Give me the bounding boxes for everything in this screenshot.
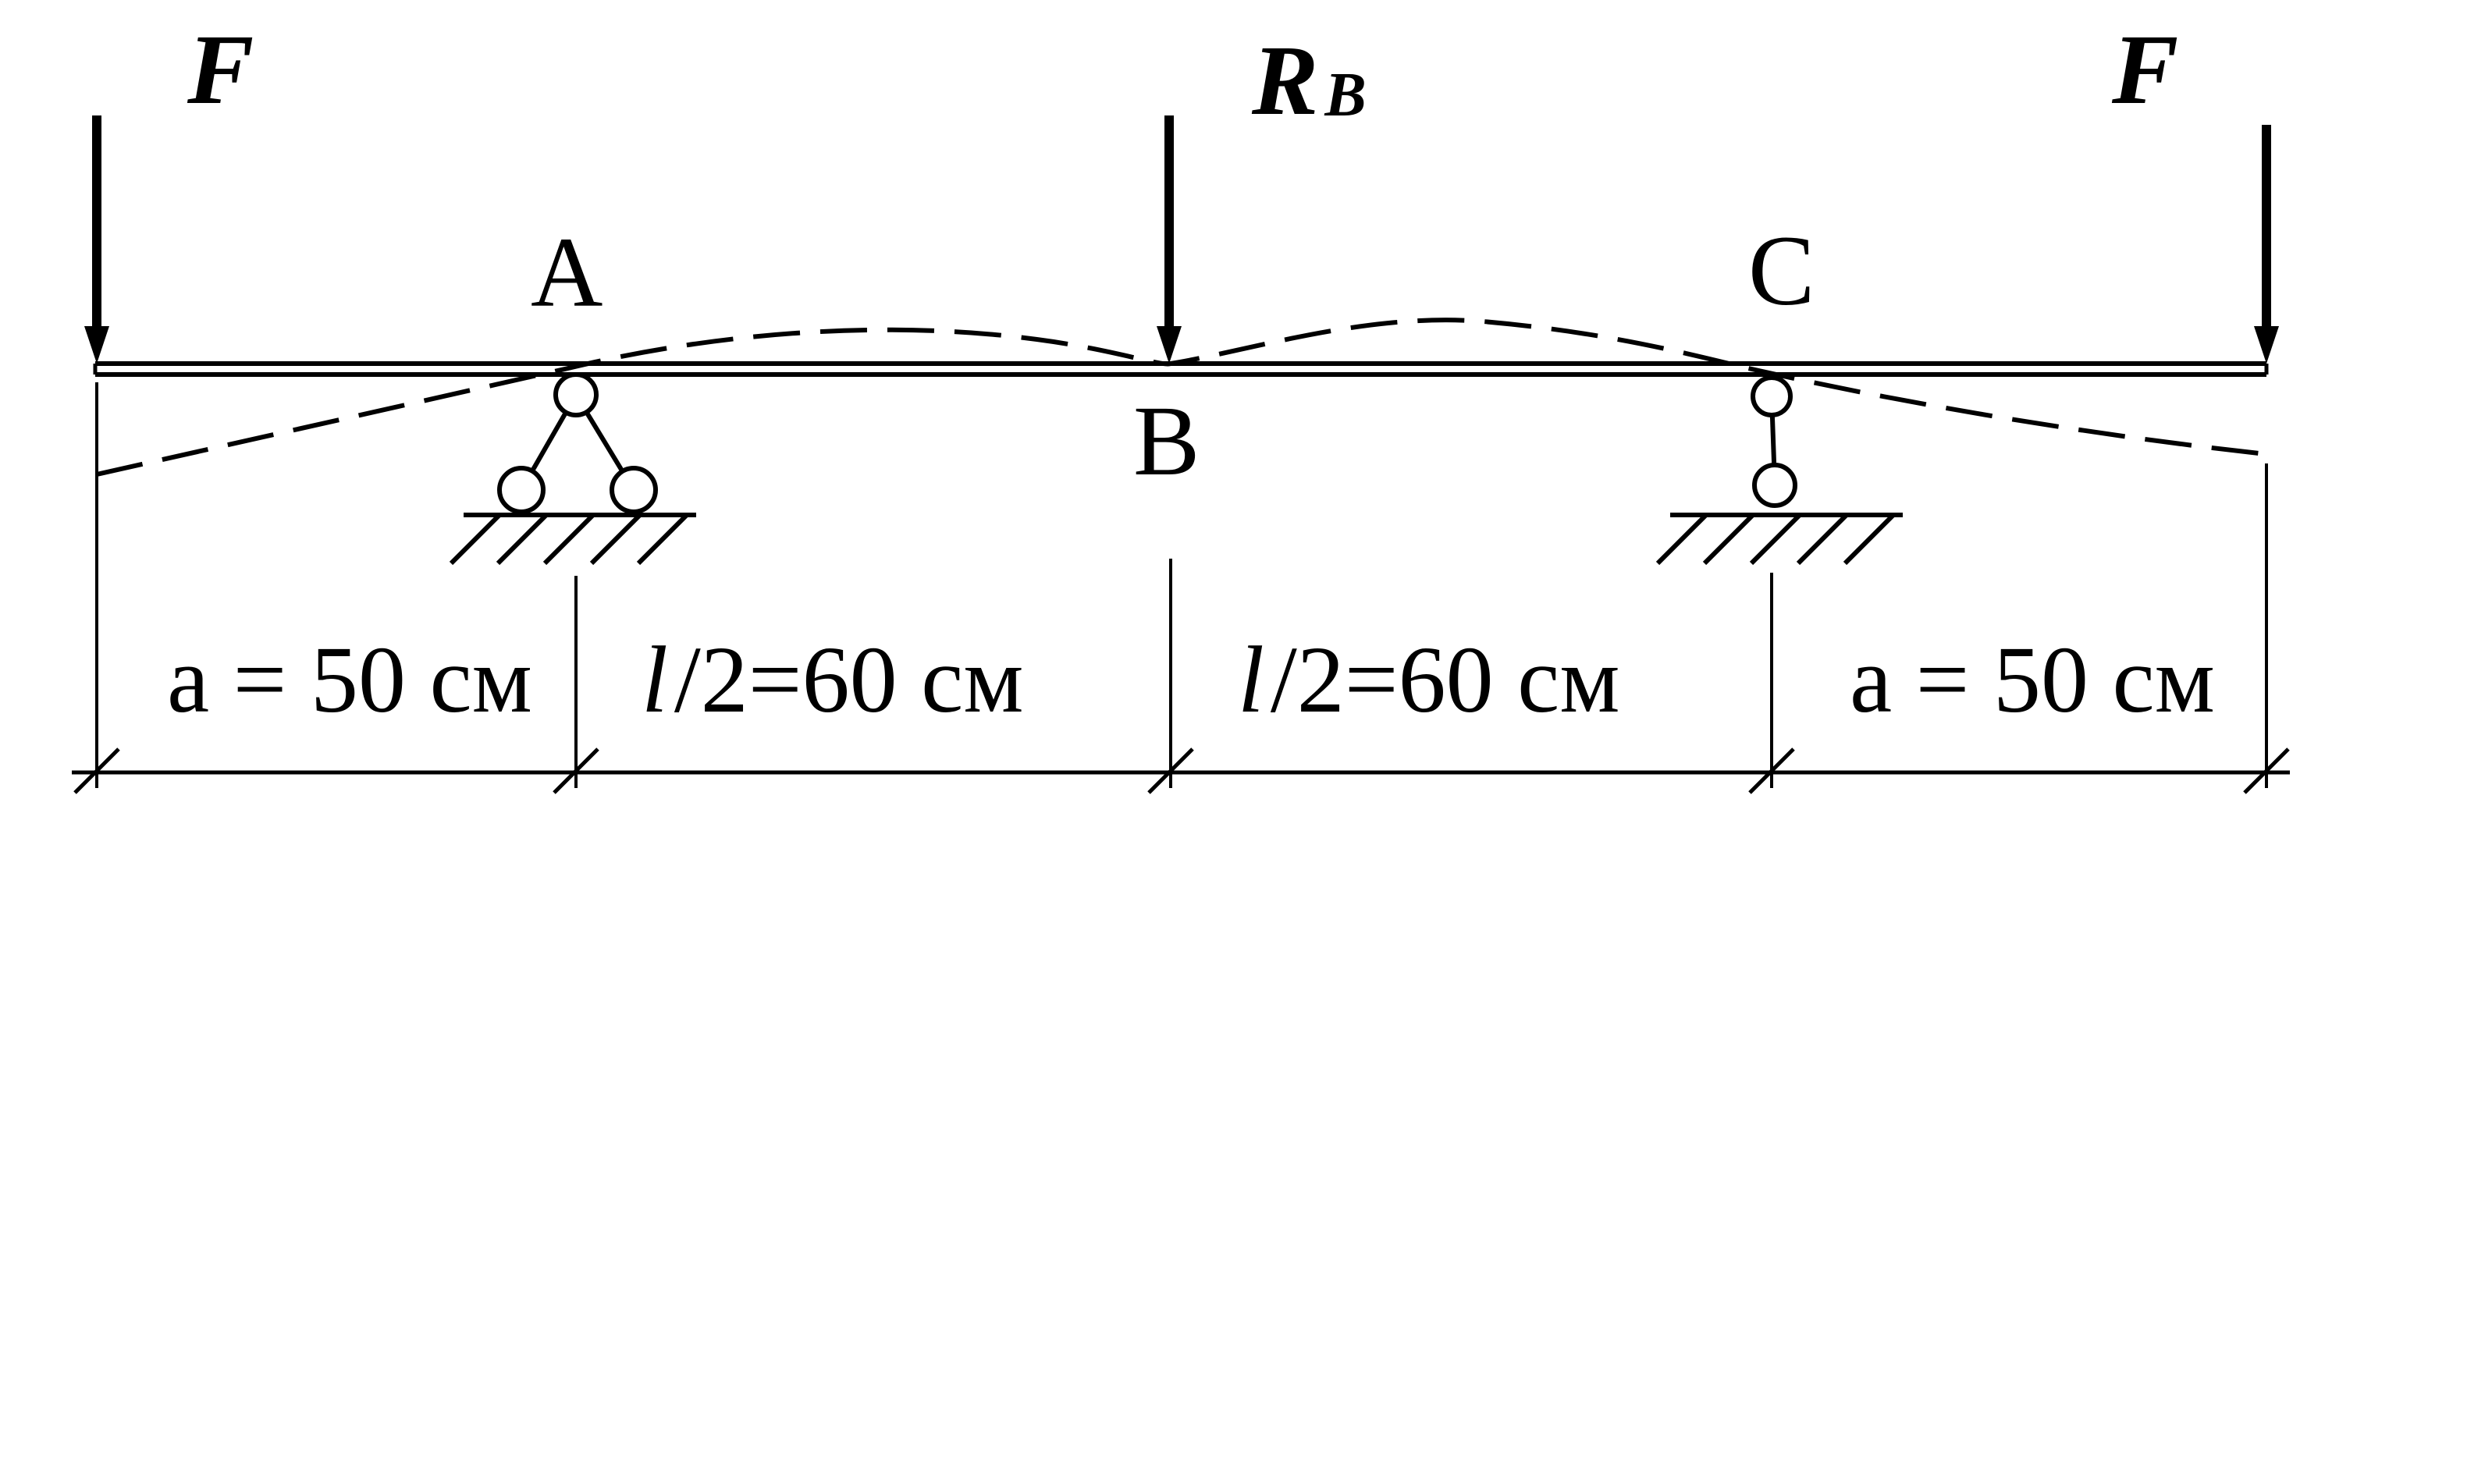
force-arrow-middle [1157,115,1182,364]
point-label-a: A [531,217,603,328]
dimension-label-left: a = 50 см [167,627,532,733]
dimension-label-left-value: = 50 см [209,627,532,733]
dimension-label-center-right-value: /2=60 см [1271,627,1620,733]
force-label-middle-sub: B [1324,61,1366,130]
deflection-curve [96,318,2267,477]
dimension-label-center-left-value: /2=60 см [674,627,1024,733]
dimension-label-center-right-symbol: l [1238,627,1264,733]
dimension-label-left-prefix: a [167,627,209,733]
dimension-label-center-right: l/2=60 см [1238,627,1619,733]
force-arrow-left [84,115,109,364]
dimension-label-right-value: = 50 см [1892,627,2215,733]
beam [93,361,2269,377]
dimension-label-center-left: l/2=60 см [642,627,1023,733]
support-c [1655,375,1903,566]
dimension-label-center-left-symbol: l [642,627,668,733]
force-label-right: F [2111,14,2178,125]
dimension-label-right-prefix: a [1850,627,1892,733]
force-label-left: F [187,14,254,125]
point-label-b: B [1133,385,1200,496]
dimension-line [72,747,2290,794]
dimension-label-right: a = 50 см [1850,627,2215,733]
support-a [449,372,696,566]
force-label-middle-main: R [1251,25,1318,136]
dimension-extension-lines [95,382,2268,788]
force-arrow-right [2254,125,2279,364]
point-label-c: C [1748,215,1815,326]
